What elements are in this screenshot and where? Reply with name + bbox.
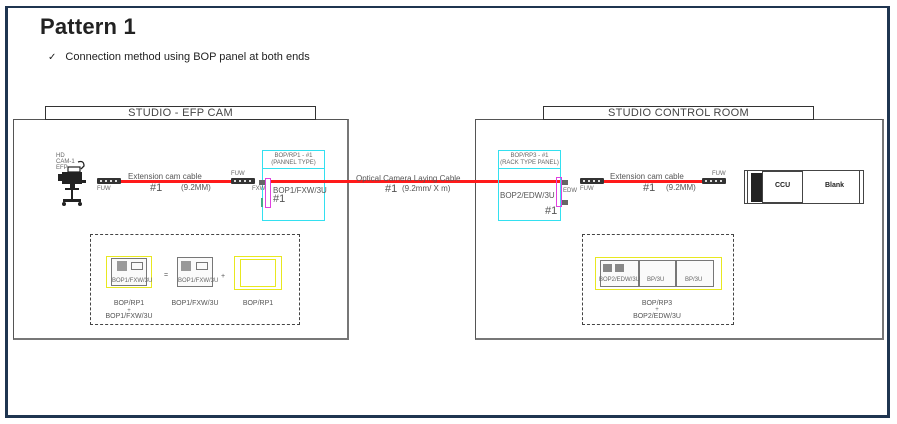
connector-fuw-left: [97, 178, 121, 184]
legend-caption-1-plus: +: [127, 308, 131, 314]
ccu-module: [762, 171, 803, 203]
edw-port-icon-2: [562, 200, 568, 205]
bullet-item: ✓ Connection method using BOP panel at bo…: [48, 51, 310, 63]
left-cable-name: Extension cam cable: [128, 172, 202, 181]
slot-label-3: BP/3U: [685, 277, 703, 283]
bop-left-number: #1: [273, 193, 286, 205]
bop-rp1-frame: [240, 259, 276, 287]
optical-cable-number: #1: [385, 183, 398, 195]
ccu-rack-ear-left: [747, 171, 748, 203]
blank-label: Blank: [825, 182, 845, 189]
fxw-port-highlight: [265, 178, 271, 208]
bop1-fxw-3u-icon: [177, 257, 213, 287]
zone-label-studio-control-room: STUDIO CONTROL ROOM: [543, 106, 814, 120]
right-legend-caption-plus: +: [655, 307, 659, 313]
ccu-handle-icon: [751, 173, 762, 202]
legend-face-1: BOP1/FXW/3U: [112, 278, 153, 284]
legend-caption-1-line2: BOP1/FXW/3U: [105, 313, 153, 320]
connector-fuw-right-rc: [702, 178, 726, 184]
port-icon-3: [181, 261, 191, 271]
legend-plus: +: [221, 273, 226, 280]
fxw-port-label: FXW: [252, 186, 266, 192]
bop-rp1-header-line1: BOP/RP1 - #1: [274, 153, 313, 159]
connector-fuw-right-rc-label: FUW: [712, 171, 726, 177]
legend-face-2: BOP1/FXW/3U: [178, 278, 219, 284]
connector-fuw-left-rc-label: FUW: [580, 186, 594, 192]
bop-rp1-icon: [234, 256, 282, 290]
extension-cam-cable-right[interactable]: [604, 180, 702, 183]
slide-title: Pattern 1: [40, 14, 136, 39]
edw-port-icon: [562, 180, 568, 185]
optical-camera-laying-cable[interactable]: [271, 180, 565, 183]
slot-bp-3u-2: [676, 260, 714, 287]
video-camera-icon: [58, 160, 86, 206]
port-icon-2: [131, 262, 143, 270]
port-icon-4: [196, 262, 208, 270]
port-icon-5: [603, 264, 612, 272]
bop-rp1-header-line2: (PANNEL TYPE): [271, 160, 316, 166]
left-cable-spec: (9.2MM): [181, 183, 211, 192]
connector-fuw-right: [231, 178, 255, 184]
optical-cable-name: Optical Camera Laying Cable: [356, 174, 461, 183]
ccu-rack-unit[interactable]: CCU Blank: [744, 170, 864, 204]
bop-rp3-header-line1: BOP/RP3 - #1: [510, 153, 549, 159]
slide-frame: [5, 6, 890, 418]
bop-rp1-with-fxw-icon: [106, 256, 152, 288]
left-cable-number: #1: [150, 182, 163, 194]
right-cable-spec: (9.2MM): [666, 183, 696, 192]
edw-port-label: EDW: [563, 188, 577, 194]
connector-fuw-left-label: FUW: [97, 186, 111, 192]
right-cable-name: Extension cam cable: [610, 172, 684, 181]
port-icon-6: [615, 264, 624, 272]
extension-cam-cable-left[interactable]: [121, 180, 231, 183]
optical-cable-spec: (9.2mm/ X m): [402, 184, 451, 193]
left-legend-box: [90, 234, 300, 325]
legend-caption-3: BOP/RP1: [242, 300, 274, 307]
legend-caption-2: BOP1/FXW/3U: [171, 300, 219, 307]
slot-bp-3u-1: [639, 260, 676, 287]
legend-caption-1-line1: BOP/RP1: [113, 300, 145, 307]
zone-label-studio-efp-cam: STUDIO - EFP CAM: [45, 106, 316, 120]
check-icon: ✓: [48, 52, 57, 63]
bop-rp1-panel[interactable]: BOP/RP1 - #1 (PANNEL TYPE): [262, 150, 325, 221]
fxw-port-icon: [259, 180, 265, 185]
connector-fuw-left-rc: [580, 178, 604, 184]
bop-right-model: BOP2/EDW/3U: [500, 191, 555, 200]
slot-label-1: BOP2/EDW/3U: [599, 277, 641, 283]
bop-rp1-header: BOP/RP1 - #1 (PANNEL TYPE): [263, 151, 324, 169]
bop-rp3-header-line2: (RACK TYPE PANEL): [500, 160, 559, 166]
right-legend-caption-line2: BOP2/EDW/3U: [633, 313, 681, 320]
port-icon: [117, 261, 127, 271]
bop-right-number: #1: [545, 205, 558, 217]
bop-left-model: BOP1/FXW/3U: [273, 186, 327, 195]
legend-equals: =: [164, 272, 169, 279]
ccu-rack-ear-right: [859, 171, 860, 203]
bop-rp3-header: BOP/RP3 - #1 (RACK TYPE PANEL): [499, 151, 560, 169]
slot-label-2: BP/3U: [647, 277, 665, 283]
bullet-text: Connection method using BOP panel at bot…: [65, 51, 310, 63]
right-legend-box: [582, 234, 734, 325]
ccu-label: CCU: [775, 182, 791, 189]
fxw-port-icon-2: [261, 198, 263, 207]
bop-rp3-rack-icon[interactable]: [595, 257, 722, 290]
connector-fuw-right-label: FUW: [231, 171, 245, 177]
edw-port-highlight: [556, 177, 562, 207]
right-legend-caption-line1: BOP/RP3: [641, 300, 673, 307]
bop-rp3-panel[interactable]: BOP/RP3 - #1 (RACK TYPE PANEL): [498, 150, 561, 221]
right-cable-number: #1: [643, 182, 656, 194]
camera-label: HD CAM-1 EFP: [56, 153, 75, 171]
